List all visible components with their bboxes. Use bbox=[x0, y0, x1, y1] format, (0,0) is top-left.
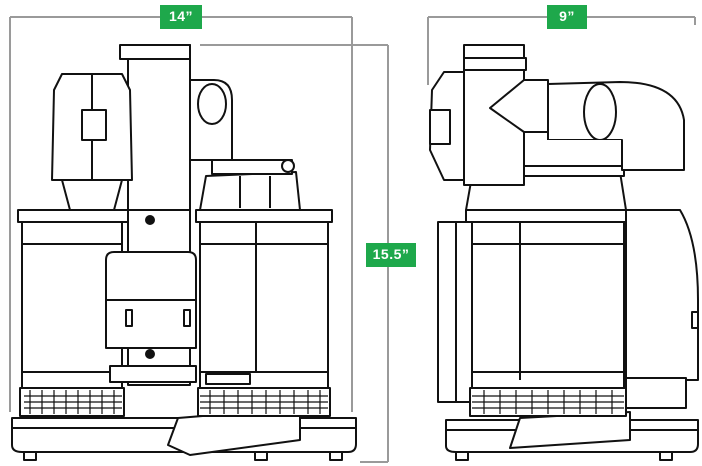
height-dimension-label: 15.5” bbox=[366, 243, 416, 267]
width-dimension-label: 14” bbox=[160, 5, 202, 29]
front-grate-right bbox=[200, 390, 328, 414]
dimension-lines bbox=[9, 16, 696, 463]
depth-dimension-label: 9” bbox=[547, 5, 587, 29]
pump-front-view bbox=[11, 44, 357, 461]
pump-side-view bbox=[429, 44, 699, 461]
side-grate bbox=[472, 390, 624, 414]
front-grate-left bbox=[24, 390, 122, 414]
